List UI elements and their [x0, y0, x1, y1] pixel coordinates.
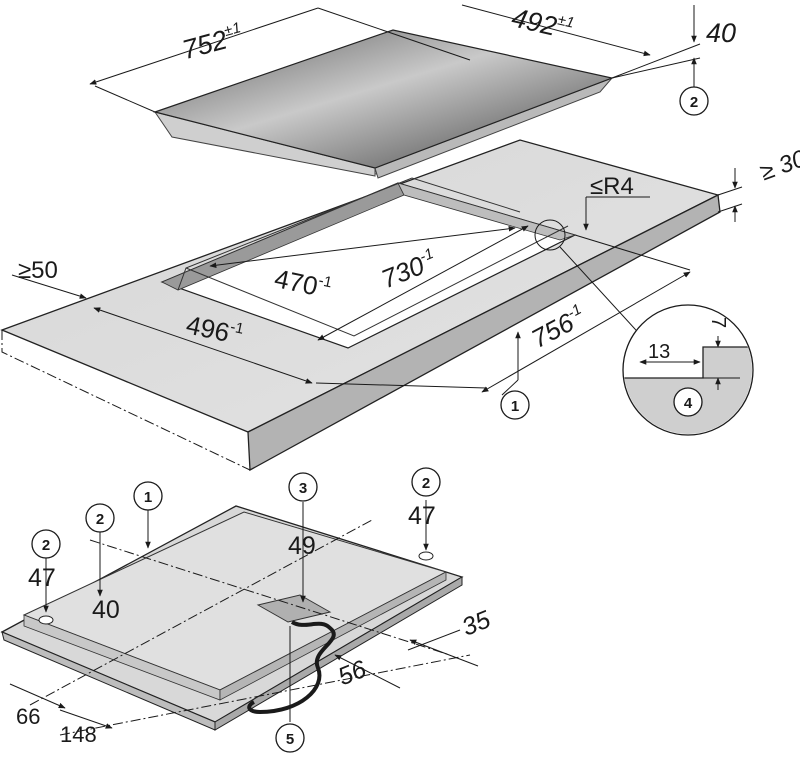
callout-4-detail: 4	[673, 387, 703, 417]
edge-min-label: ≥50	[18, 257, 58, 284]
svg-text:1: 1	[144, 489, 152, 506]
dim-66: 66	[16, 704, 40, 729]
foot-height-right: 47	[408, 502, 436, 530]
dim-148: 148	[60, 722, 97, 747]
hob-underside	[0, 505, 464, 731]
corner-radius-label: ≤R4	[590, 173, 634, 200]
hob-length-label: 752±1	[179, 19, 247, 65]
min-thickness-label: ≥ 30	[757, 145, 800, 187]
box-height: 49	[288, 532, 316, 560]
svg-text:3: 3	[299, 480, 307, 497]
dim-35: 35	[458, 605, 494, 641]
hob-dimensions	[89, 4, 701, 113]
svg-text:1: 1	[511, 398, 519, 415]
callout-3-box: 3	[288, 472, 318, 502]
hob-thickness-label: 40	[706, 18, 736, 48]
callout-2-hob: 2	[679, 86, 709, 116]
rebate-depth-label: 7	[707, 317, 729, 328]
rebate-detail: 13 7	[622, 304, 754, 436]
svg-text:2: 2	[42, 537, 50, 554]
svg-text:2: 2	[96, 511, 104, 528]
svg-text:2: 2	[422, 475, 430, 492]
callout-1-underside: 1	[133, 481, 163, 511]
rebate-width-label: 13	[648, 341, 670, 363]
callout-2-right: 2	[411, 467, 441, 497]
hob-width-label: 492±1	[509, 1, 576, 45]
hob-top	[152, 29, 615, 179]
underside-dimensions	[9, 500, 479, 736]
foot-height-mid: 40	[92, 596, 120, 624]
svg-text:5: 5	[286, 731, 294, 748]
callout-5-cable: 5	[275, 723, 305, 753]
dim-56: 56	[334, 655, 370, 691]
countertop-dimensions	[11, 168, 743, 396]
callout-2-mid: 2	[85, 503, 115, 533]
svg-text:2: 2	[690, 94, 698, 111]
svg-text:4: 4	[684, 395, 693, 412]
foot-height-left: 47	[28, 564, 56, 592]
callout-2-left: 2	[31, 529, 61, 559]
callout-1-countertop: 1	[500, 390, 530, 420]
